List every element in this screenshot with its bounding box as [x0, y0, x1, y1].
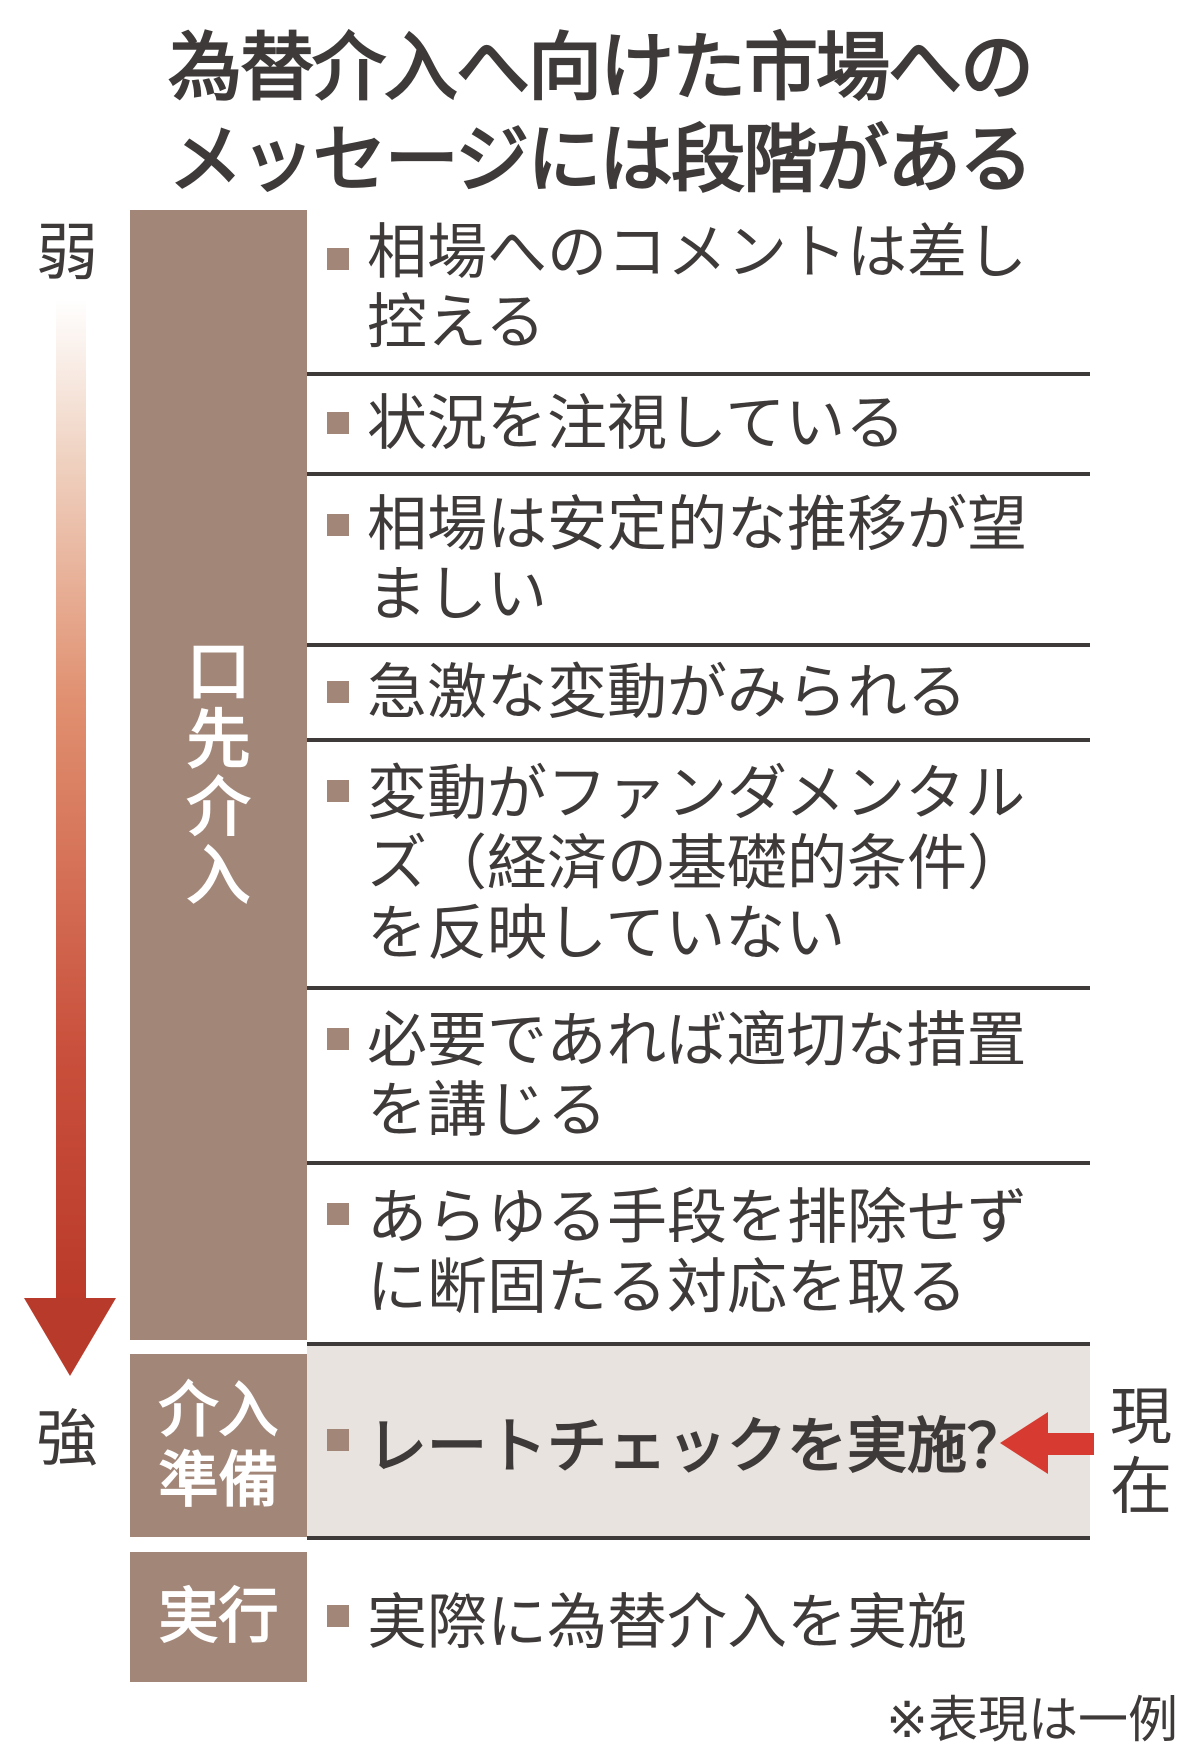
- strong-label: 強: [36, 1402, 99, 1475]
- list-item: 状況を注視している: [307, 376, 1090, 476]
- list-item: 相場へのコメントは差し控える: [307, 210, 1090, 376]
- square-bullet-icon: [327, 780, 349, 802]
- stage-intervention-preparation: 介入準備: [130, 1354, 307, 1537]
- square-bullet-icon: [327, 248, 349, 270]
- list-item: あらゆる手段を排除せずに断固たる対応を取る: [307, 1165, 1090, 1340]
- title-line-1: 為替介入へ向けた市場への: [168, 25, 1034, 111]
- diagram-title: 為替介入へ向けた市場への メッセージには段階がある: [0, 22, 1200, 206]
- execution-text: 実際に為替介入を実施: [367, 1587, 967, 1658]
- list-item: 変動がファンダメンタルズ（経済の基礎的条件）を反映していない: [307, 742, 1090, 990]
- list-item: 相場は安定的な推移が望ましい: [307, 476, 1090, 647]
- stage-verbal-intervention: 口先介入: [130, 210, 307, 1340]
- current-arrow-shaft: [1046, 1433, 1094, 1455]
- square-bullet-icon: [327, 1605, 349, 1627]
- square-bullet-icon: [327, 680, 349, 703]
- rate-check-row: レートチェックを実施？: [307, 1342, 1090, 1540]
- list-item: 必要であれば適切な措置を講じる: [307, 990, 1090, 1165]
- title-line-2: メッセージには段階がある: [168, 117, 1034, 203]
- square-bullet-icon: [327, 1203, 349, 1225]
- left-arrow-icon: [1000, 1412, 1048, 1474]
- square-bullet-icon: [327, 514, 349, 536]
- square-bullet-icon: [327, 1429, 349, 1451]
- square-bullet-icon: [327, 1028, 349, 1050]
- execution-row: 実際に為替介入を実施: [307, 1552, 1090, 1682]
- square-bullet-icon: [327, 412, 349, 434]
- down-arrow-icon: [24, 1298, 116, 1376]
- stage-label: 介入準備: [158, 1375, 279, 1516]
- current-label: 現在: [1110, 1380, 1173, 1523]
- stage-execution: 実行: [130, 1552, 307, 1682]
- stage-label: 口先介入: [186, 636, 251, 914]
- weak-label: 弱: [36, 216, 99, 289]
- rate-check-text: レートチェックを実施？: [367, 1411, 1027, 1482]
- strength-arrow-shaft: [56, 300, 86, 1300]
- list-item: 急激な変動がみられる: [307, 647, 1090, 742]
- verbal-intervention-list: 相場へのコメントは差し控える 状況を注視している 相場は安定的な推移が望ましい …: [307, 210, 1090, 1340]
- stage-label: 実行: [158, 1582, 279, 1652]
- footnote: ※表現は一例: [886, 1691, 1178, 1749]
